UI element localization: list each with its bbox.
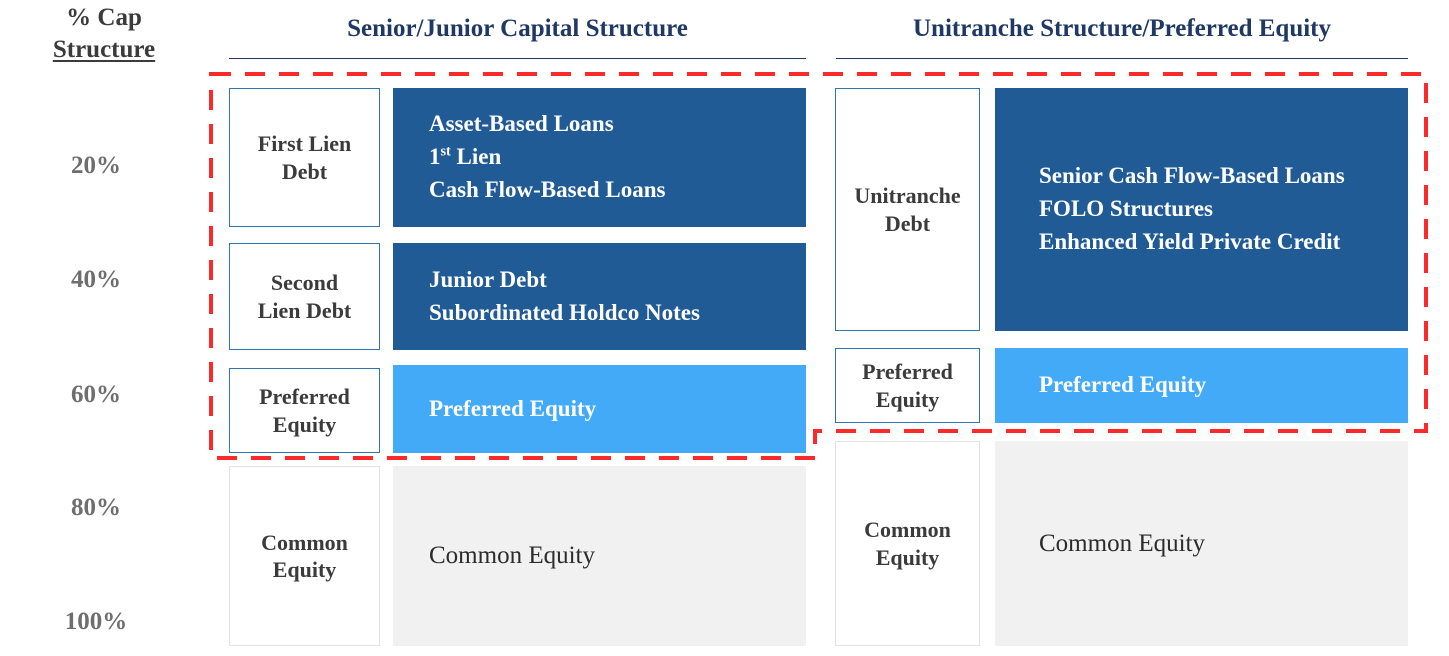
label-unitranche-debt-line2: Debt — [884, 210, 931, 236]
label-second-lien-debt-line1: Second — [270, 270, 339, 295]
preferred-equity-right-item-1: Preferred Equity — [1039, 372, 1207, 398]
label-box-common-equity-left: Common Equity — [229, 466, 380, 646]
common-equity-right-item-1: Common Equity — [1039, 529, 1205, 557]
unitranche-item-2: FOLO Structures — [1039, 196, 1213, 222]
column-rule-right — [836, 58, 1408, 59]
label-preferred-equity-left-line2: Equity — [272, 411, 337, 437]
label-box-common-equity-right: Common Equity — [835, 441, 980, 646]
axis-tick-100: 100% — [64, 608, 128, 635]
label-preferred-equity-right-line1: Preferred — [862, 359, 953, 384]
first-lien-ordinal-suffix: st — [440, 143, 451, 160]
panel-preferred-equity-left: Preferred Equity — [393, 365, 806, 453]
label-unitranche-debt-line1: Unitranche — [854, 183, 961, 208]
label-box-first-lien-debt: First Lien Debt — [229, 88, 380, 227]
label-box-preferred-equity-right: Preferred Equity — [835, 348, 980, 423]
label-common-equity-right-line1: Common — [864, 517, 951, 542]
column-rule-left — [229, 58, 806, 59]
panel-preferred-equity-right: Preferred Equity — [995, 348, 1408, 423]
axis-title-line2: Structure — [52, 36, 156, 63]
second-lien-item-2: Subordinated Holdco Notes — [429, 299, 700, 325]
first-lien-item-2: 1st Lien — [429, 143, 502, 170]
axis-tick-60: 60% — [71, 381, 121, 408]
label-second-lien-debt-line2: Lien Debt — [257, 297, 352, 323]
label-first-lien-debt-line2: Debt — [281, 158, 328, 184]
panel-unitranche-debt-items: Senior Cash Flow-Based Loans FOLO Struct… — [995, 88, 1408, 331]
label-box-preferred-equity-left: Preferred Equity — [229, 368, 380, 453]
label-box-second-lien-debt: Second Lien Debt — [229, 243, 380, 350]
axis-tick-80: 80% — [71, 494, 121, 521]
label-common-equity-right-line2: Equity — [875, 544, 940, 570]
column-header-senior-junior: Senior/Junior Capital Structure — [347, 15, 688, 42]
label-first-lien-debt-line1: First Lien — [257, 131, 352, 156]
label-box-unitranche-debt: Unitranche Debt — [835, 88, 980, 331]
first-lien-item-1: Asset-Based Loans — [429, 111, 614, 137]
axis-tick-40: 40% — [71, 266, 121, 293]
panel-common-equity-right: Common Equity — [995, 441, 1408, 646]
label-preferred-equity-right-line2: Equity — [875, 386, 940, 412]
unitranche-item-1: Senior Cash Flow-Based Loans — [1039, 163, 1345, 189]
first-lien-item-3: Cash Flow-Based Loans — [429, 176, 666, 202]
label-common-equity-left-line2: Equity — [272, 557, 337, 582]
axis-tick-20: 20% — [71, 152, 121, 179]
axis-title-line1: % Cap — [66, 4, 142, 31]
panel-second-lien-debt-items: Junior Debt Subordinated Holdco Notes — [393, 243, 806, 350]
label-common-equity-left-line1: Common — [261, 529, 348, 555]
common-equity-left-item-1: Common Equity — [429, 542, 595, 570]
second-lien-item-1: Junior Debt — [429, 266, 547, 292]
axis-title: % Cap Structure — [18, 2, 190, 66]
unitranche-item-3: Enhanced Yield Private Credit — [1039, 228, 1341, 254]
label-preferred-equity-left-line1: Preferred — [259, 384, 350, 409]
panel-first-lien-debt-items: Asset-Based Loans 1st Lien Cash Flow-Bas… — [393, 88, 806, 227]
panel-common-equity-left: Common Equity — [393, 466, 806, 646]
preferred-equity-left-item-1: Preferred Equity — [429, 395, 597, 421]
column-header-unitranche: Unitranche Structure/Preferred Equity — [913, 15, 1331, 42]
